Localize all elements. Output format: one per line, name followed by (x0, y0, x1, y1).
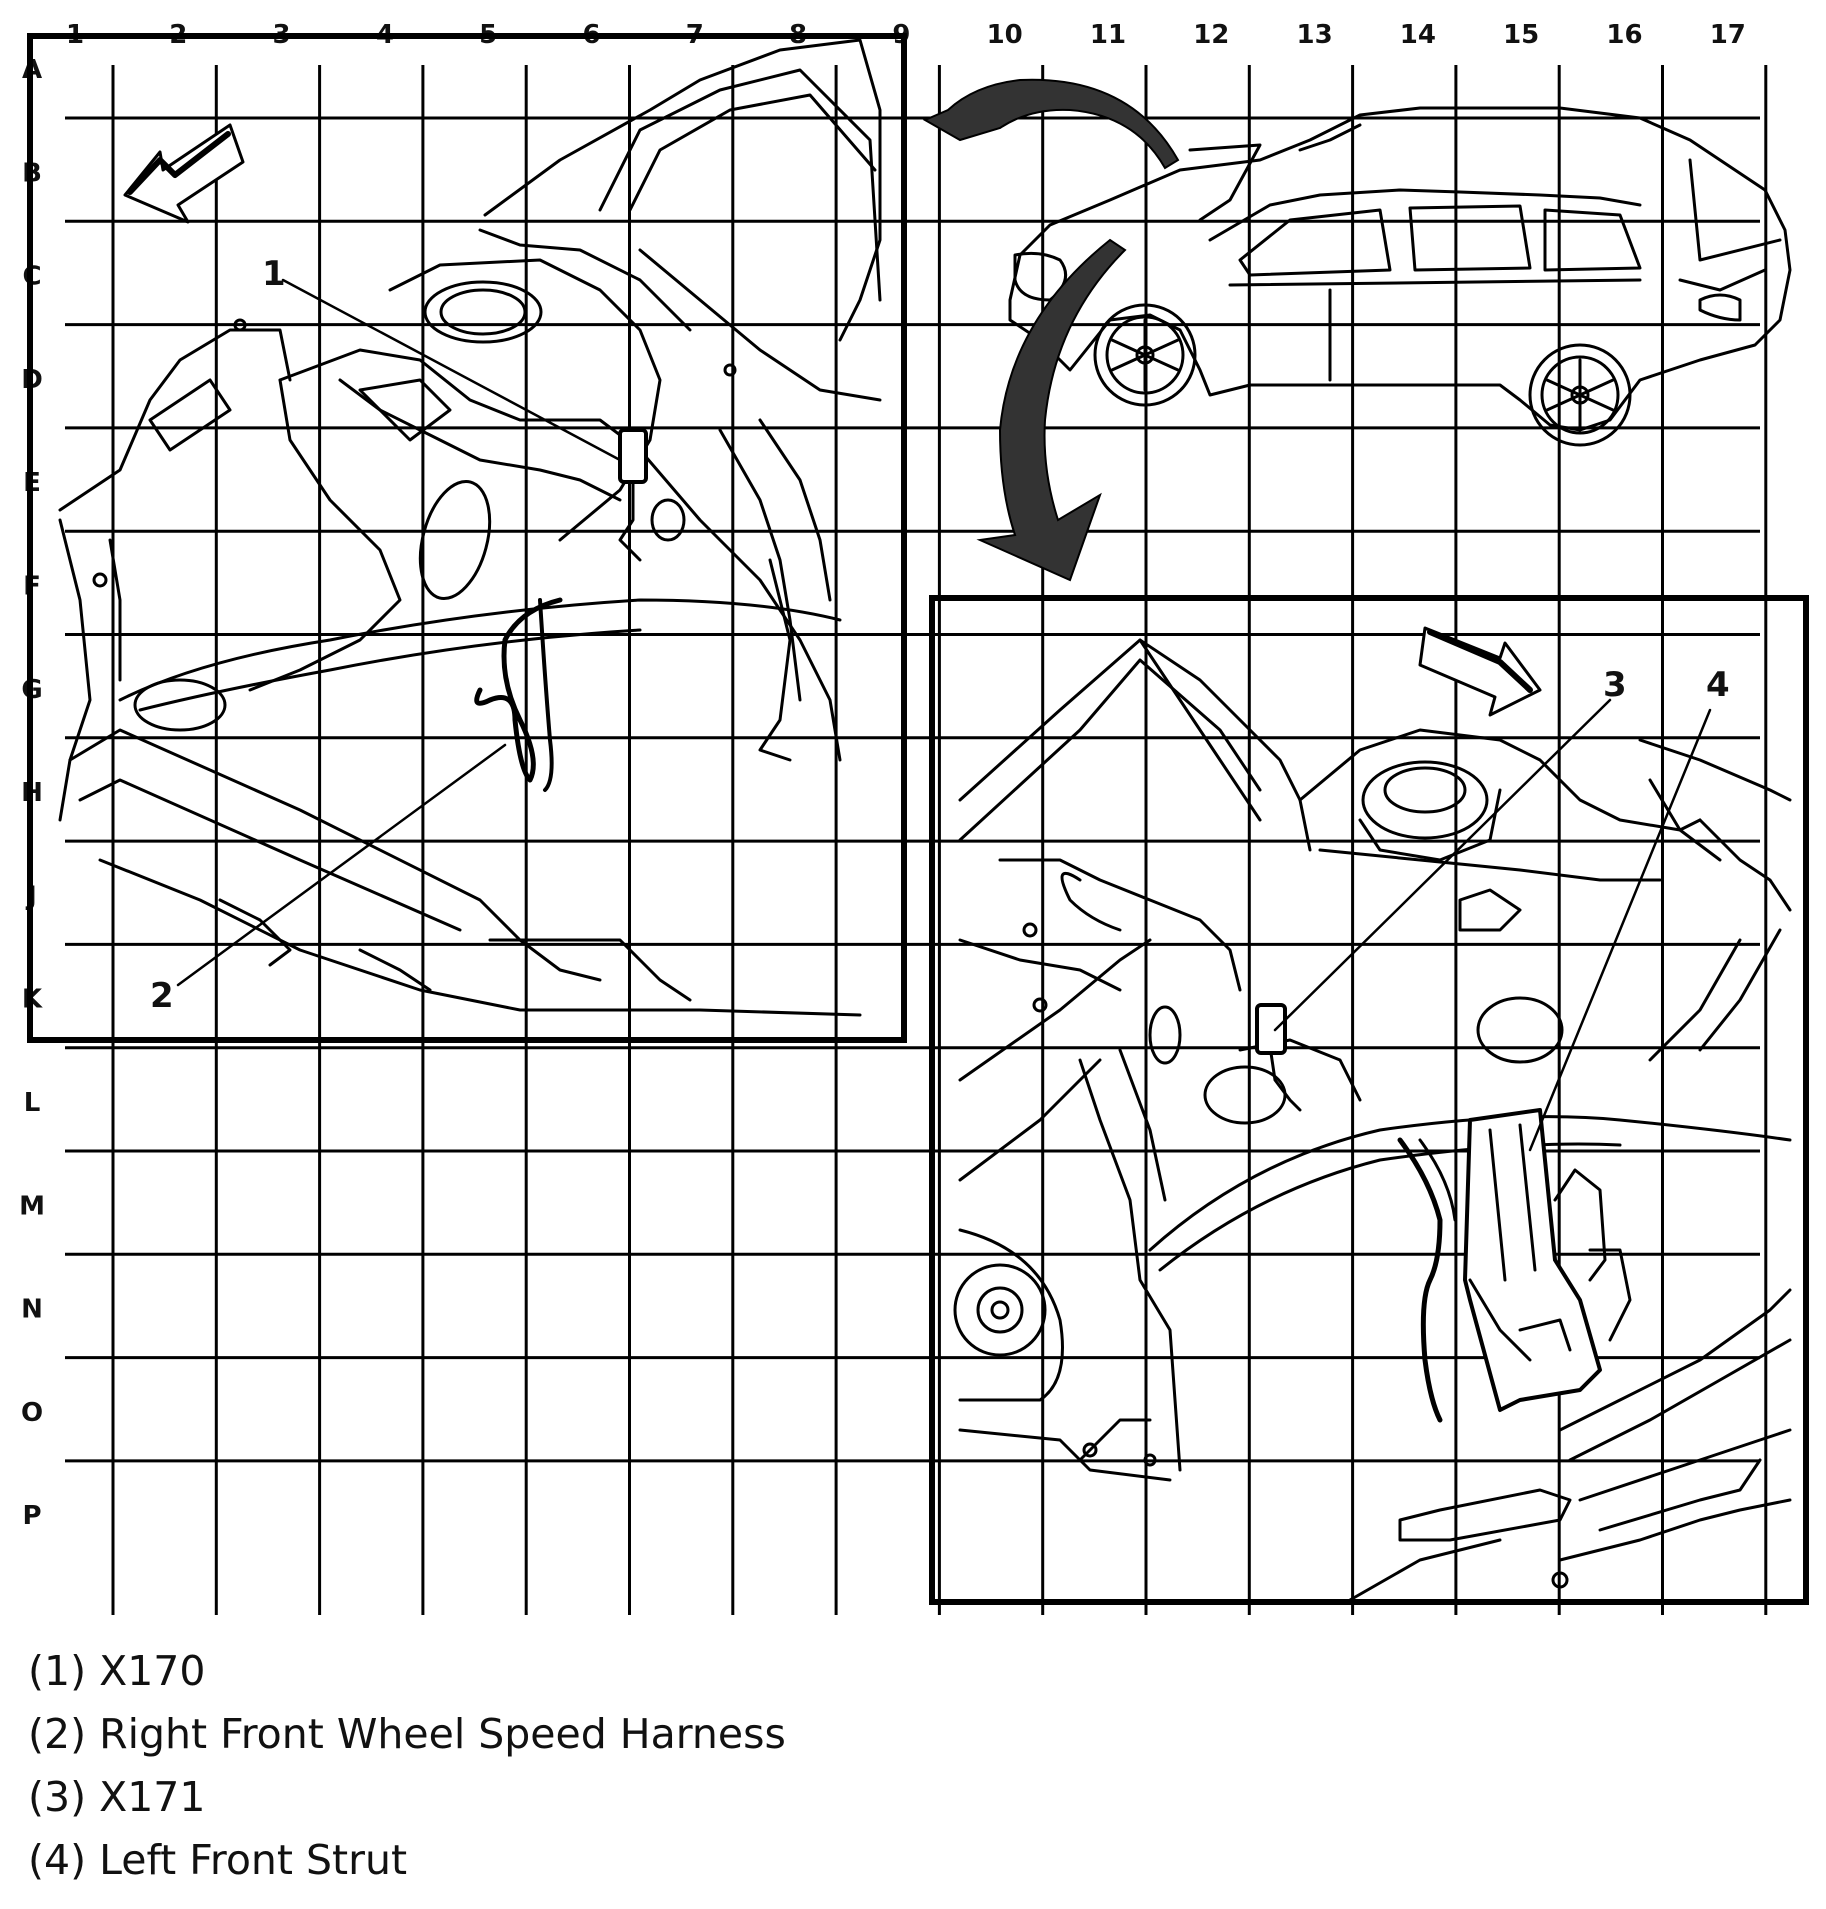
grid-row-label: P (22, 1501, 41, 1531)
front-direction-arrow (123, 123, 245, 224)
left-detail-frame (27, 33, 907, 1043)
grid-column-label: 11 (1090, 20, 1126, 50)
right-detail-frame (929, 595, 1809, 1605)
callout-1-leader (281, 278, 622, 462)
wheel-speed-harness (474, 597, 563, 783)
callout-3-leader (1273, 698, 1612, 1032)
strut-tower-mount (423, 280, 543, 344)
grid-column-label: 13 (1297, 20, 1333, 50)
callout-1-label: 1 (262, 254, 286, 294)
callout-3-label: 3 (1603, 665, 1627, 705)
legend-item: (2) Right Front Wheel Speed Harness (28, 1710, 786, 1758)
arrow-to-left-view (922, 78, 1180, 170)
grid-column-label: 15 (1503, 20, 1539, 50)
grid-row-label: N (21, 1295, 43, 1325)
rear-wheel (1528, 343, 1632, 447)
view-pointer-arrows (922, 78, 1180, 582)
callout-2-label: 2 (150, 976, 174, 1016)
grid-column-label: 12 (1193, 20, 1229, 50)
grid-column-label: 10 (987, 20, 1023, 50)
front-wheel (1093, 303, 1197, 407)
legend-item: (3) X171 (28, 1773, 206, 1821)
grid-column-label: 14 (1400, 20, 1436, 50)
left-front-wheelhouse-view (929, 595, 1809, 1605)
callout-4-leader (1528, 708, 1712, 1152)
legend-item: (1) X170 (28, 1647, 206, 1695)
grid-row-label: L (24, 1088, 41, 1118)
strut-tower-mount (1361, 760, 1489, 840)
grid-column-label: 17 (1710, 20, 1746, 50)
wheel-opening-arch (118, 598, 842, 702)
grid-row-label: O (21, 1398, 43, 1428)
grid-row-label: M (19, 1191, 45, 1221)
callout-legend: (1) X170 (2) Right Front Wheel Speed Har… (28, 1640, 786, 1892)
callout-4-label: 4 (1706, 665, 1730, 705)
arrow-to-right-view (976, 238, 1127, 582)
grid-column-label: 16 (1606, 20, 1642, 50)
connector-x170 (618, 428, 648, 484)
callout-2-leader (176, 743, 507, 987)
connector-x171 (1255, 1003, 1287, 1055)
right-front-wheelhouse-view (27, 33, 907, 1043)
vehicle-overview (1008, 106, 1792, 447)
front-direction-arrow (1418, 626, 1542, 717)
legend-item: (4) Left Front Strut (28, 1836, 408, 1884)
